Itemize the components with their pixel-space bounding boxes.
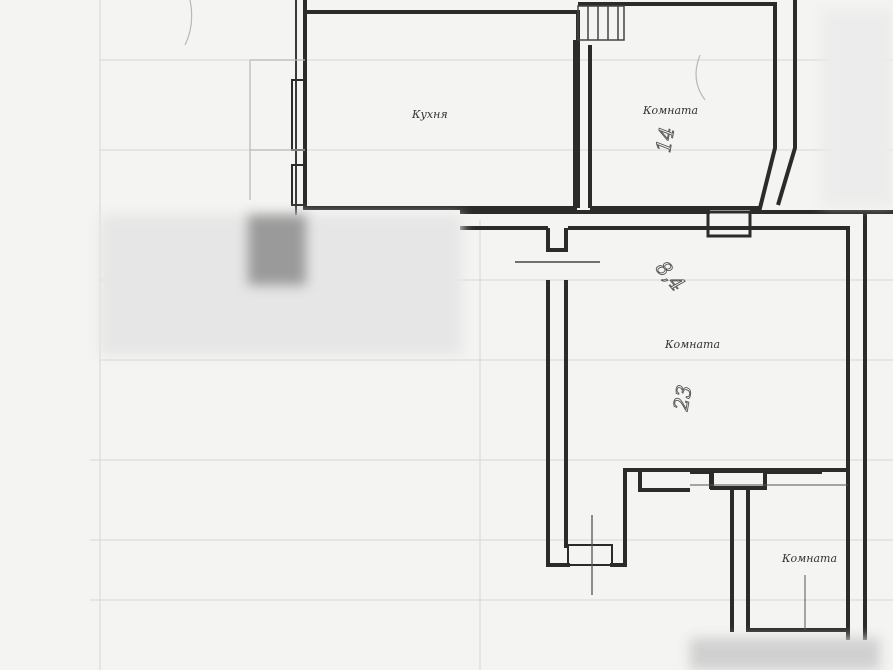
pencil-mark [695, 54, 706, 101]
room-label-bottom-right: Комната [781, 552, 837, 565]
redaction-blur-bottom-right [690, 638, 880, 670]
pencil-mark [184, 0, 193, 46]
room-label-top-right: Комната [642, 104, 698, 117]
room-bottom-right-walls [690, 470, 848, 632]
note-top-right-vertical: 14 [651, 125, 679, 154]
note-area-center: 8,4 [651, 256, 690, 296]
redaction-blur-top-right [822, 10, 893, 205]
room-label-center: Комната [664, 338, 720, 351]
outer-wall-right [846, 212, 867, 640]
corridor-wall [460, 210, 893, 238]
redaction-blur-dark [248, 215, 306, 285]
room-center-walls [515, 226, 850, 595]
note-center-vertical: 23 [668, 383, 696, 413]
room-label-top-left: Кухня [411, 108, 448, 121]
room-top-right-walls [577, 0, 797, 210]
